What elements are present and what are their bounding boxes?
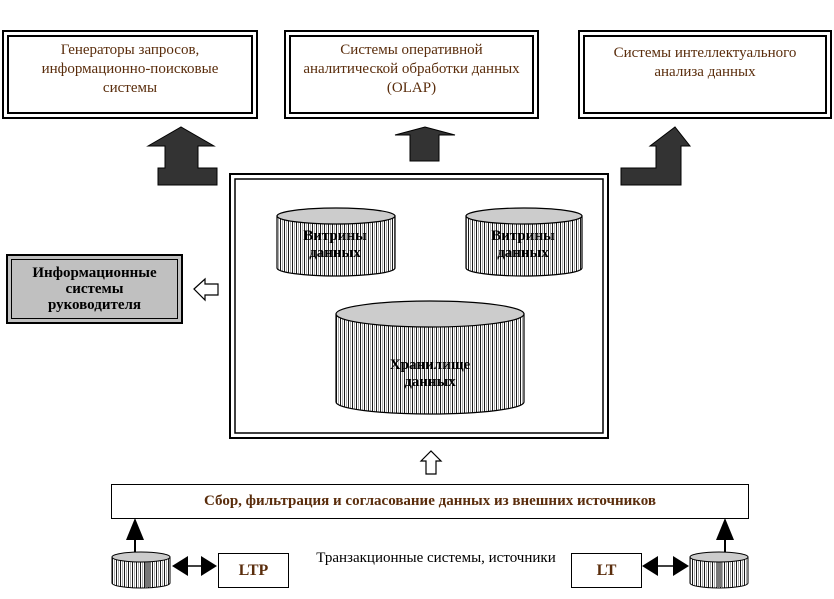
- ltp-label: LTP: [238, 561, 269, 579]
- data-mining-box: Системы интеллектуального анализа данных: [578, 30, 832, 119]
- arrow-left-hollow: [193, 277, 219, 302]
- datamart-right-label: Витрины данных: [491, 228, 555, 261]
- data-mining-label: Системы интеллектуального анализа данных: [613, 44, 797, 80]
- olap-box: Системы оперативной аналитической обрабо…: [284, 30, 539, 119]
- datamart-left-cylinder: [276, 207, 396, 277]
- datamart-left-label: Витрины данных: [303, 228, 367, 261]
- collect-filter-label: Сбор, фильтрация и согласование данных и…: [204, 493, 656, 509]
- collect-filter-bar: Сбор, фильтрация и согласование данных и…: [111, 484, 749, 519]
- executive-info-label: Информационные системы руководителя: [32, 265, 157, 313]
- lt-box: LT: [571, 553, 642, 588]
- warehouse-label: Хранилище данных: [389, 357, 471, 390]
- datamart-right-cylinder: [465, 207, 583, 277]
- executive-info-box: Информационные системы руководителя: [6, 254, 183, 324]
- arrow-up-center: [394, 126, 456, 162]
- source-cylinder-left: [111, 551, 171, 589]
- arrow-up-source-right: [716, 518, 734, 552]
- arrow-up-hollow: [419, 450, 443, 475]
- transaction-systems-label: Транзакционные системы, источники: [316, 550, 556, 566]
- query-generators-box: Генераторы запросов, информационно-поиск…: [2, 30, 258, 119]
- warehouse-cylinder: [335, 300, 525, 415]
- query-generators-label: Генераторы запросов, информационно-поиск…: [41, 42, 219, 96]
- source-cylinder-right: [689, 551, 749, 589]
- ltp-box: LTP: [218, 553, 289, 588]
- arrow-up-right: [620, 126, 692, 186]
- arrow-up-source-left: [126, 518, 144, 552]
- double-arrow-left: [172, 556, 217, 576]
- lt-label: LT: [596, 561, 617, 579]
- double-arrow-right: [642, 556, 689, 576]
- arrow-up-left: [146, 126, 218, 186]
- olap-label: Системы оперативной аналитической обрабо…: [303, 42, 520, 96]
